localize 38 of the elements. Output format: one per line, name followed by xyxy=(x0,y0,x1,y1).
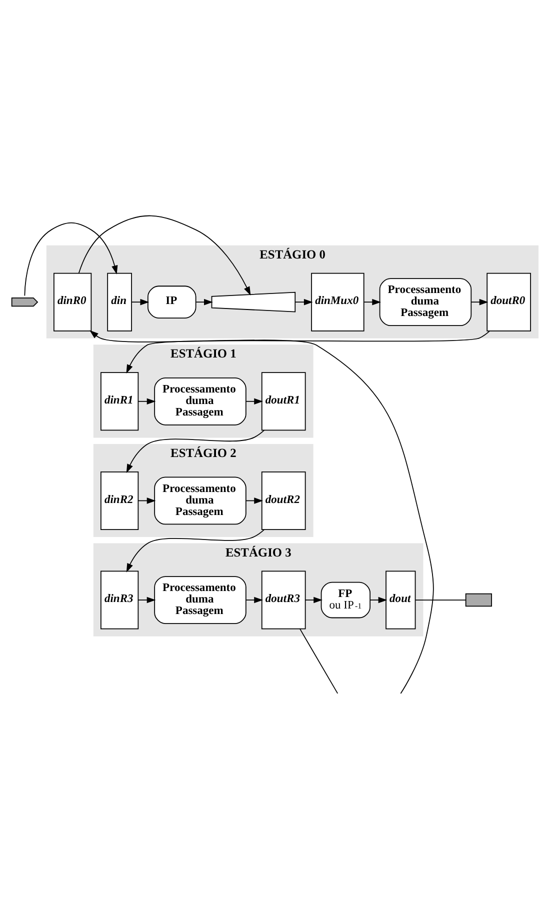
node-pentagon xyxy=(11,298,38,307)
arrow xyxy=(126,430,265,474)
node-box: dinMux0 xyxy=(311,272,364,332)
node-box: IP xyxy=(147,286,196,318)
node-trapezoid xyxy=(211,292,296,312)
node-box xyxy=(465,593,492,607)
node-box: doutR1 xyxy=(261,372,306,431)
arrow xyxy=(126,529,265,572)
node-box: FP ou IP-1 xyxy=(320,582,370,618)
arrow xyxy=(24,222,118,296)
arrow xyxy=(90,330,434,694)
arrow xyxy=(196,298,213,306)
node-box: doutR3 xyxy=(261,570,306,630)
node-box: dinR2 xyxy=(100,471,139,530)
node-box: doutR2 xyxy=(261,471,306,530)
node-box: doutR0 xyxy=(486,272,531,332)
node-box: dout xyxy=(386,570,416,630)
node-box: Processamento duma Passagem xyxy=(154,377,246,426)
connector xyxy=(300,628,338,694)
arrow xyxy=(370,596,388,604)
arrow xyxy=(470,298,488,306)
node-box: dinR0 xyxy=(54,272,92,332)
node-box: Processamento duma Passagem xyxy=(379,278,472,326)
arrow xyxy=(138,398,156,404)
node-box: dinR3 xyxy=(100,570,139,630)
arrow xyxy=(131,298,150,306)
node-box: dinR1 xyxy=(100,372,139,431)
arrow xyxy=(126,330,490,374)
arrow xyxy=(364,298,382,306)
arrow xyxy=(246,398,263,404)
arrow xyxy=(138,596,156,604)
arrow xyxy=(78,215,251,296)
node-box: Processamento duma Passagem xyxy=(154,576,246,624)
arrow xyxy=(294,298,313,306)
arrow xyxy=(304,596,322,604)
node-box: Processamento duma Passagem xyxy=(154,476,246,525)
arrow xyxy=(246,596,263,604)
node-box: din xyxy=(107,272,132,332)
